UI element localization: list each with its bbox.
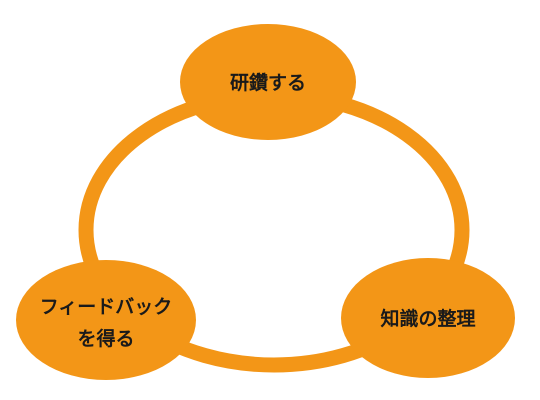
node-knowledge-organization-label: 知識の整理 (380, 307, 475, 330)
node-feedback-shape (16, 260, 196, 380)
node-feedback-label-line1: フィードバック (40, 296, 173, 318)
node-research: 研鑽する (180, 24, 356, 140)
node-research-shape (180, 24, 356, 140)
node-knowledge-organization-shape (341, 258, 515, 378)
node-feedback: フィードバック を得る (16, 260, 196, 380)
node-feedback-label-line2: を得る (77, 327, 134, 350)
node-research-label: 研鑽する (230, 71, 306, 94)
node-knowledge-organization: 知識の整理 (341, 258, 515, 378)
